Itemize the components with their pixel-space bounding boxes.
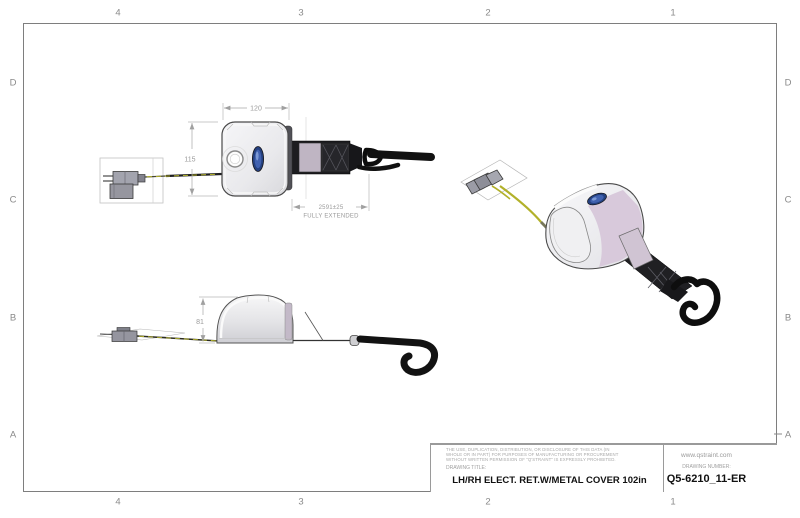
front-view: 120 115 2591±25 FULLY EXTENDED — [99, 103, 435, 220]
dim-extended-note-text: FULLY EXTENDED — [303, 214, 359, 220]
drawing-title: LH/RH ELECT. RET.W/METAL COVER 102in — [452, 475, 647, 487]
zone-col-bottom-3: 3 — [298, 496, 304, 508]
front-retractor-cover — [221, 121, 293, 197]
side-power-wire — [136, 335, 220, 342]
side-view: 81 — [96, 294, 439, 376]
strap-stitching — [321, 143, 350, 172]
isometric-view — [460, 159, 721, 326]
legal-notice: THE USE, DUPLICATION, DISTRIBUTION, OR D… — [446, 447, 663, 462]
front-s-hook — [356, 147, 435, 171]
drawing-number: Q5-6210_11-ER — [666, 473, 747, 485]
dimension-side-height: 81 — [196, 296, 238, 344]
zone-row-right-b: B — [784, 312, 792, 324]
zone-row-left-a: A — [9, 429, 17, 441]
zone-col-bottom-2: 2 — [485, 496, 491, 508]
front-power-connector — [103, 171, 146, 199]
front-power-wire — [144, 172, 223, 178]
zone-row-left-b: B — [9, 312, 17, 324]
title-block-left: THE USE, DUPLICATION, DISTRIBUTION, OR D… — [431, 445, 664, 492]
zone-col-top-4: 4 — [115, 7, 121, 19]
zone-row-left-c: C — [9, 194, 17, 206]
zone-row-right-d: D — [784, 77, 792, 89]
legal-line-2: WHOLE OR IN PART) FOR PURPOSES OF MANUFA… — [446, 452, 619, 458]
iso-power-wire — [499, 185, 554, 235]
website-text: www.qstraint.com — [681, 452, 732, 459]
iso-blue-release-button — [587, 192, 607, 206]
iso-power-connector — [465, 169, 511, 200]
strap-label-patch — [298, 142, 322, 173]
front-connector-detail-box — [99, 157, 164, 204]
zone-col-top-2: 2 — [485, 7, 491, 19]
dim-front-width-text: 120 — [250, 106, 262, 113]
dim-side-height-text: 81 — [196, 319, 204, 326]
legal-line-3: WITHOUT WRITTEN PERMISSION OF "Q'STRAINT… — [446, 457, 616, 463]
iso-hook-loop — [660, 279, 688, 302]
side-power-connector — [99, 327, 138, 342]
title-block: THE USE, DUPLICATION, DISTRIBUTION, OR D… — [430, 443, 777, 492]
title-block-right: www.qstraint.com DRAWING NUMBER: Q5-6210… — [664, 445, 777, 492]
zone-col-bottom-4: 4 — [115, 496, 121, 508]
drawing-title-label: DRAWING TITLE: — [446, 465, 487, 472]
dimension-front-height: 115 — [184, 121, 218, 197]
drawing-border — [23, 23, 777, 492]
side-retractor-cover — [216, 294, 294, 344]
side-strap-angle-line — [304, 311, 324, 341]
iso-retractor-cover — [545, 183, 645, 270]
dim-front-height-text: 115 — [184, 157, 195, 164]
zone-col-top-3: 3 — [298, 7, 304, 19]
zone-row-left-d: D — [9, 77, 17, 89]
iso-connector-plane — [460, 159, 528, 201]
dimension-front-width: 120 — [222, 103, 290, 120]
front-webbing-strap — [289, 140, 362, 175]
blue-release-button — [251, 146, 264, 172]
zone-col-bottom-1: 1 — [670, 496, 676, 508]
drawing-number-label: DRAWING NUMBER: — [682, 464, 731, 470]
iso-strap-guard — [618, 227, 654, 270]
iso-s-hook — [660, 276, 721, 326]
legal-line-1: THE USE, DUPLICATION, DISTRIBUTION, OR D… — [446, 447, 610, 452]
zone-col-top-1: 1 — [670, 7, 676, 19]
strap-end-fold — [349, 143, 362, 172]
zone-row-right-a: A — [784, 429, 792, 441]
dim-extended-text: 2591±25 — [319, 205, 344, 211]
dimension-extended-length: 2591±25 FULLY EXTENDED — [291, 174, 370, 220]
iso-strap-stitching — [647, 266, 679, 294]
side-s-hook — [349, 335, 439, 376]
zone-row-right-c: C — [784, 194, 792, 206]
